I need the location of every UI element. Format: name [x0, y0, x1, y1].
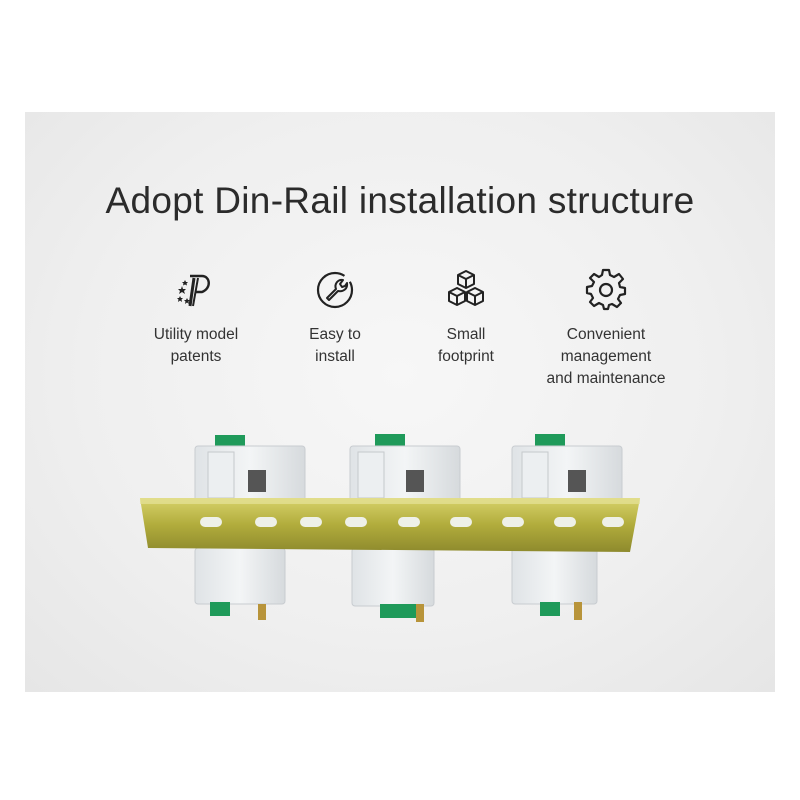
- cubes-icon: [448, 270, 484, 306]
- patent-icon: [177, 274, 210, 307]
- wrench-icon: [316, 271, 354, 309]
- din-rail-product-photo: [140, 434, 640, 622]
- module-1: [194, 435, 306, 620]
- din-rail: [140, 498, 640, 552]
- module-2: [349, 434, 461, 622]
- gear-icon: [585, 268, 627, 311]
- page-title: Adopt Din-Rail installation structure: [105, 180, 695, 221]
- module-3: [511, 434, 623, 620]
